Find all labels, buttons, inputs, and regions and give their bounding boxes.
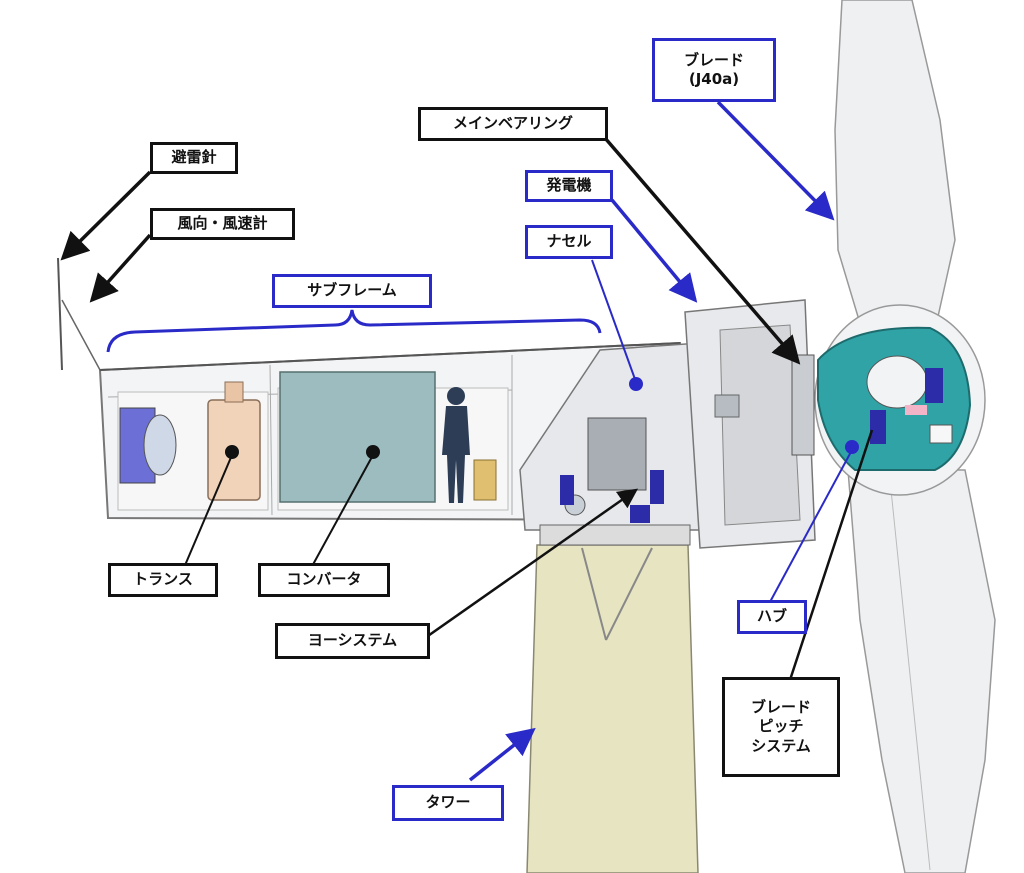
upper-blade <box>834 0 956 341</box>
leader-pitch <box>788 429 874 681</box>
dot-transformer <box>225 445 239 459</box>
label-subframe: サブフレーム <box>272 274 432 308</box>
leader-nacelle <box>591 259 637 383</box>
tower-ladder <box>581 547 607 641</box>
converter-box <box>279 371 436 503</box>
pitch-drive <box>870 410 886 444</box>
leader-transformer <box>182 454 233 571</box>
tower-shape <box>526 544 699 873</box>
label-main-bearing: メインベアリング <box>418 107 608 141</box>
label-converter: コンバータ <box>258 563 390 597</box>
leader-blade <box>716 100 835 221</box>
label-fuko: 風向・風速計 <box>150 208 295 240</box>
leader-tower <box>468 727 536 782</box>
leader-hub <box>769 449 853 603</box>
dot-converter <box>366 445 380 459</box>
leader-hiraishin <box>60 170 152 261</box>
leader-main-bearing <box>603 136 801 365</box>
label-hub: ハブ <box>737 600 807 634</box>
label-generator: 発電機 <box>525 170 613 202</box>
lower-blade <box>847 469 996 873</box>
yaw-drive <box>560 475 574 505</box>
dot-hub <box>845 440 859 454</box>
leader-converter <box>309 454 374 571</box>
label-pitch-system: ブレードピッチシステム <box>722 677 840 777</box>
label-yaw-system: ヨーシステム <box>275 623 430 659</box>
label-blade: ブレード(J40a) <box>652 38 776 102</box>
human-figure <box>442 387 470 503</box>
leader-fuko <box>89 233 152 303</box>
label-tower: タワー <box>392 785 504 821</box>
label-nacelle: ナセル <box>525 225 613 259</box>
dot-nacelle <box>629 377 643 391</box>
leader-generator <box>610 198 698 303</box>
lightning-rod <box>57 257 63 371</box>
subframe-brace <box>106 309 602 353</box>
label-hiraishin: 避雷針 <box>150 142 238 174</box>
leader-yaw <box>424 488 639 640</box>
label-transformer: トランス <box>108 563 218 597</box>
main-bearing <box>791 354 815 456</box>
